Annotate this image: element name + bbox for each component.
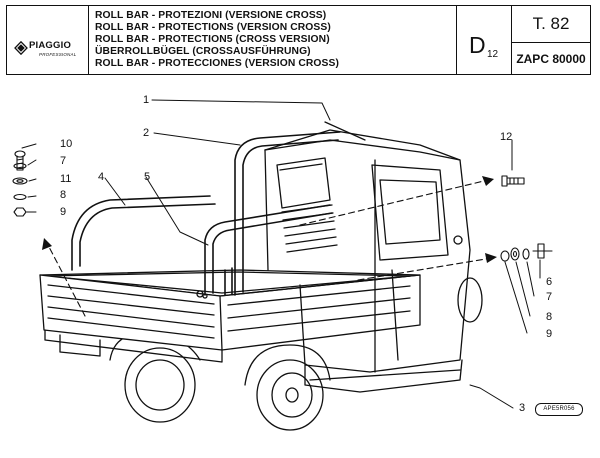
arrow-head-left — [42, 238, 52, 250]
section-letter: D — [469, 32, 486, 58]
roll-bar — [71, 131, 341, 296]
title-es: ROLL BAR - PROTECCIONES (VERSION CROSS) — [95, 58, 339, 69]
title-block: PIAGGIO PROFESSIONAL ROLL BAR - PROTEZIO… — [6, 5, 591, 75]
brand-subtitle: PROFESSIONAL — [39, 52, 77, 57]
callout-11: 11 — [60, 173, 72, 185]
model-code: ZAPC 80000 — [516, 52, 586, 66]
assembly-lines — [47, 179, 493, 317]
title-fr: ROLL BAR - PROTECTIONS (VERSION CROSS) — [95, 22, 331, 33]
table-reference: T. 82 — [512, 6, 590, 43]
brand-name: PIAGGIO — [29, 40, 72, 51]
section-number: 12 — [487, 49, 499, 60]
callout-12: 12 — [500, 131, 513, 143]
cargo-bed — [39, 269, 421, 363]
title-de: ÜBERROLLBÜGEL (CROSSAUSFÜHRUNG) — [95, 46, 311, 57]
title-list: ROLL BAR - PROTEZIONI (VERSIONE CROSS) R… — [89, 6, 457, 74]
hardware-stack-left — [12, 150, 28, 217]
callout-7-left: 7 — [60, 155, 67, 167]
callout-8-left: 8 — [60, 189, 67, 201]
arrow-head-upper-right — [482, 176, 494, 186]
callout-10: 10 — [60, 138, 73, 150]
callout-9-right: 9 — [546, 328, 553, 340]
title-it: ROLL BAR - PROTEZIONI (VERSIONE CROSS) — [95, 10, 327, 21]
callout-3: 3 — [519, 402, 526, 414]
logo-cell: PIAGGIO PROFESSIONAL — [7, 6, 89, 74]
callout-9-left: 9 — [60, 206, 67, 218]
callout-6: 6 — [546, 276, 553, 288]
callout-8-right: 8 — [546, 311, 553, 323]
title-en: ROLL BAR - PROTECTION5 (CROSS VERSION) — [95, 34, 330, 45]
callout-1: 1 — [143, 94, 150, 106]
section-cell: D 12 — [457, 6, 512, 74]
drawing-stamp: APE5R056 — [535, 403, 583, 416]
piaggio-logo-icon — [14, 41, 28, 55]
leader-lines — [21, 99, 541, 409]
callout-4: 4 — [98, 171, 105, 183]
rear-wheel-right — [244, 344, 331, 431]
arrow-head-lower-right — [485, 253, 497, 263]
reference-cell: T. 82 ZAPC 80000 — [512, 6, 590, 74]
cab — [264, 121, 483, 393]
bolt-12 — [501, 175, 525, 187]
callout-7-right: 7 — [546, 291, 553, 303]
callout-2: 2 — [143, 127, 150, 139]
hardware-stack-right — [500, 243, 553, 262]
rear-wheel-left — [109, 333, 201, 423]
callout-5: 5 — [144, 171, 151, 183]
